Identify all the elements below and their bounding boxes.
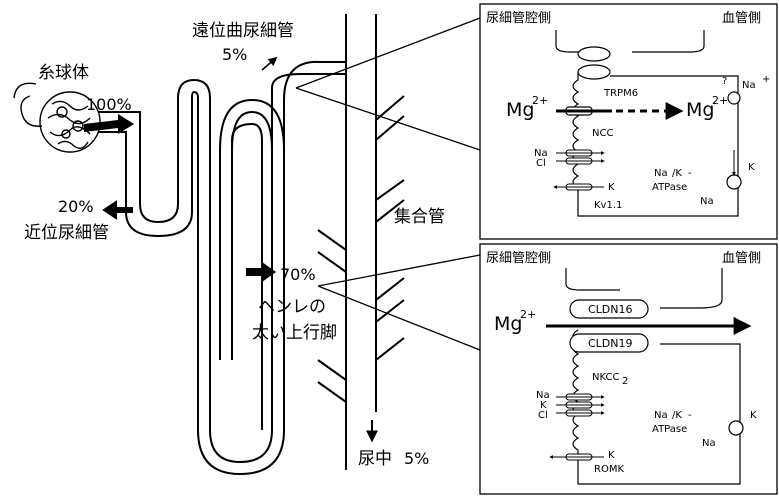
bottom-pump-3: -: [688, 410, 692, 421]
top-mg-left-charge: 2+: [532, 94, 548, 107]
glomerulus-label: 糸球体: [38, 63, 89, 83]
bottom-k-pump: K: [750, 410, 757, 421]
question-label: ?: [722, 76, 727, 87]
pct-100-label: 100%: [86, 95, 132, 114]
cldn16-label: CLDN16: [588, 303, 633, 316]
arrow-distal-icon: [262, 58, 276, 70]
trpm6-label: TRPM6: [603, 88, 638, 99]
top-mg-left: Mg: [506, 99, 534, 121]
panel-distal: 尿細管腔側 血管側 TRPM6 Mg 2+ Mg 2+ ? Na + NCC N…: [480, 4, 777, 239]
distal-label: 遠位曲尿細管: [192, 21, 294, 41]
bottom-blood-label: 血管側: [722, 251, 761, 266]
cldn19-label: CLDN19: [588, 337, 633, 350]
bottom-na-pump: Na: [702, 438, 716, 449]
top-pump-4: ATPase: [652, 182, 687, 193]
distal-pct-label: 5%: [222, 45, 247, 64]
bottom-mg: Mg: [494, 313, 522, 335]
ncc-label: NCC: [592, 128, 613, 139]
exchanger-icon: [728, 92, 740, 104]
top-na-pump: Na: [700, 196, 714, 207]
romk-label: ROMK: [594, 464, 624, 475]
proximal-label: 近位尿細管: [24, 223, 109, 243]
top-lumen-label: 尿細管腔側: [486, 11, 551, 26]
nkcc-label: NKCC: [592, 372, 619, 383]
henle-pct-label: 70%: [280, 265, 316, 284]
top-blood-label: 血管側: [722, 11, 761, 26]
henle-label-1: ヘンレの: [258, 297, 326, 317]
distal-tubule: [272, 62, 346, 150]
bottom-k-out: K: [608, 450, 615, 461]
top-pump-3: -: [688, 168, 692, 179]
nkcc-sub: 2: [622, 376, 628, 387]
collecting-duct: [346, 14, 376, 470]
top-na-label: Na: [742, 80, 756, 91]
top-mg-right-charge: 2+: [712, 94, 728, 107]
bottom-cl-in: Cl: [538, 410, 548, 421]
top-pump-icon: [727, 175, 741, 189]
kv-label: Kv1.1: [594, 200, 622, 211]
proximal-pct-label: 20%: [58, 197, 94, 216]
collecting-label: 集合管: [394, 207, 445, 227]
top-k-out: K: [608, 182, 615, 193]
top-na-plus: +: [762, 74, 770, 85]
bottom-lumen-label: 尿細管腔側: [486, 251, 551, 266]
panel-henle: 尿細管腔側 血管側 CLDN16 Mg 2+ CLDN19 NKCC 2 Na …: [480, 244, 777, 494]
bottom-pump-4: ATPase: [652, 424, 687, 435]
bottom-mg-charge: 2+: [520, 308, 536, 321]
bottom-pump-2: /K: [672, 410, 682, 421]
arrow-20-icon: [104, 202, 132, 218]
bottom-pump-icon: [729, 421, 743, 435]
glomerulus-icon: [14, 83, 100, 152]
top-k-pump: K: [748, 162, 755, 173]
nephron: [14, 14, 404, 474]
urine-pct-label: 5%: [404, 449, 429, 468]
top-mg-right: Mg: [686, 99, 714, 121]
top-pump-2: /K: [672, 168, 682, 179]
top-pump-1: Na: [654, 168, 668, 179]
henle-label-2: 太い上行脚: [252, 323, 337, 343]
top-cl-in: Cl: [536, 158, 546, 169]
bottom-pump-1: Na: [654, 410, 668, 421]
urine-label: 尿中: [358, 449, 392, 469]
